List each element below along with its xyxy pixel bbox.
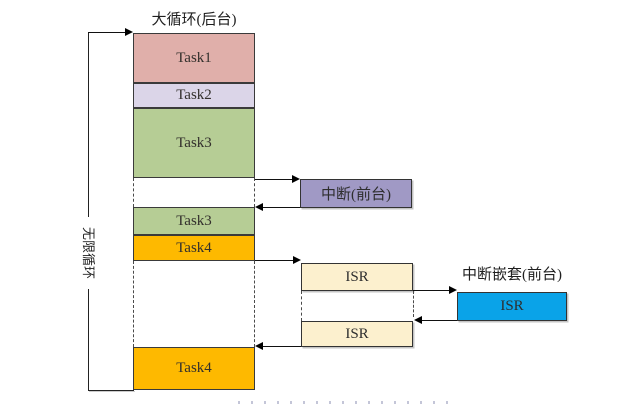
isr-gap-dashed-right: [413, 291, 414, 317]
interrupt-foreground-label: 中断(前台): [321, 187, 391, 203]
task-block-task4: Task4: [133, 235, 255, 261]
left-arrowhead-icon: [414, 316, 422, 324]
cropped-caption-top-edge: [238, 401, 450, 404]
left-arrowhead-icon: [255, 203, 263, 211]
isr-block-second: ISR: [301, 321, 413, 347]
task-block-task1: Task1: [133, 33, 255, 83]
task4-label: Task4: [176, 239, 212, 256]
task3-resumed-label: Task3: [176, 212, 212, 229]
isr-second-label: ISR: [345, 325, 369, 342]
nested-return-arrow-line: [422, 320, 457, 321]
task4-resumed-label: Task4: [176, 360, 212, 376]
nested-isr-box: ISR: [457, 292, 567, 321]
column-gap-interrupt: [133, 178, 255, 207]
loop-line-bottom: [88, 390, 134, 391]
isr-return-arrow-line: [263, 346, 301, 347]
task-block-task3: Task3: [133, 108, 255, 178]
interrupt-call-arrow-line: [255, 179, 292, 180]
background-task-column: Task1 Task2 Task3 Task3 Task4 Task4: [133, 33, 255, 390]
left-arrowhead-icon: [255, 342, 263, 350]
right-arrowhead-icon: [125, 28, 133, 36]
nested-isr-label: ISR: [500, 298, 524, 314]
isr-block-first: ISR: [301, 263, 413, 291]
task-block-task3-resumed: Task3: [133, 207, 255, 235]
task-block-task4-resumed: Task4: [133, 347, 255, 390]
loop-entry-arrow-line: [88, 32, 125, 33]
nested-interrupt-title: 中断嵌套(前台): [462, 267, 562, 283]
loop-line-vertical-lower: [88, 289, 89, 390]
task2-label: Task2: [176, 87, 212, 103]
task1-label: Task1: [176, 49, 212, 66]
right-arrowhead-icon: [292, 175, 300, 183]
interrupt-foreground-box: 中断(前台): [300, 179, 412, 208]
infinite-loop-label: 无限循环: [81, 226, 96, 279]
right-arrowhead-icon: [449, 286, 457, 294]
column-gap-isr: [133, 261, 255, 347]
nested-call-arrow-line: [413, 290, 449, 291]
isr-gap-dashed-left: [301, 291, 302, 321]
isr-first-label: ISR: [345, 268, 369, 285]
right-arrowhead-icon: [293, 256, 301, 264]
task-block-task2: Task2: [133, 83, 255, 108]
background-loop-title: 大循环(后台): [151, 12, 237, 28]
task3-label: Task3: [176, 134, 212, 151]
interrupt-return-arrow-line: [263, 207, 300, 208]
loop-line-vertical-upper: [88, 33, 89, 217]
isr-call-arrow-line: [255, 260, 293, 261]
